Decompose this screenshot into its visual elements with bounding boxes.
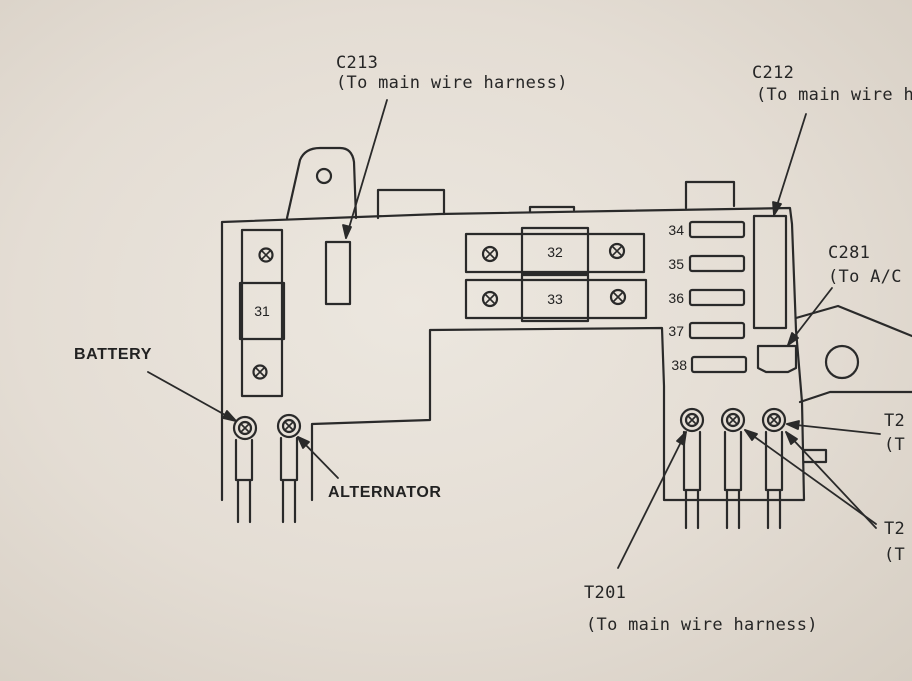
fuse-33 bbox=[520, 273, 590, 323]
c212-description: (To main wire ha bbox=[756, 85, 912, 105]
bolt-cross-icon bbox=[612, 291, 624, 303]
t2-upper-label: T2 bbox=[884, 411, 906, 431]
t2-terminal-right bbox=[761, 407, 787, 433]
c213-description: (To main wire harness) bbox=[336, 73, 568, 93]
mounting-hole-left bbox=[315, 167, 333, 185]
connector-c213 bbox=[324, 240, 352, 306]
t201-terminal bbox=[679, 407, 705, 433]
leader-battery bbox=[147, 371, 237, 422]
bolt-cross-icon bbox=[260, 249, 272, 261]
t2-lower-description: (T bbox=[884, 545, 906, 565]
t2-cable-middle bbox=[723, 430, 743, 530]
arrowhead-c212 bbox=[772, 201, 782, 216]
arrowhead-c213 bbox=[342, 224, 352, 239]
bolt-cross-icon bbox=[769, 415, 779, 425]
fuse-32-label: 32 bbox=[547, 244, 563, 260]
bolt-cross-icon bbox=[240, 423, 250, 433]
fuse-37-slot bbox=[688, 321, 746, 340]
fuse-31-carrier bbox=[240, 228, 284, 398]
fuse-38-slot bbox=[690, 355, 748, 374]
mounting-tab-right bbox=[794, 304, 912, 404]
arrowhead-alternator bbox=[297, 436, 310, 449]
battery-cable bbox=[234, 438, 254, 524]
fuse-35-label: 35 bbox=[668, 256, 684, 272]
fuse-37-label: 37 bbox=[668, 323, 684, 339]
bolt-icon bbox=[608, 242, 626, 260]
t2-upper-description: (T bbox=[884, 435, 906, 455]
fuse-31-label: 31 bbox=[254, 303, 270, 319]
fuse-33-label: 33 bbox=[547, 291, 563, 307]
connector-c212 bbox=[752, 214, 788, 330]
bolt-icon bbox=[281, 418, 297, 434]
battery-terminal bbox=[232, 415, 258, 441]
c281-description: (To A/C bbox=[828, 267, 902, 287]
alternator-label: ALTERNATOR bbox=[328, 484, 442, 501]
bolt-icon bbox=[766, 412, 782, 428]
leader-t2-upper bbox=[786, 423, 881, 435]
bolt-cross-icon bbox=[284, 421, 294, 431]
arrowhead-t201 bbox=[676, 431, 687, 446]
leader-t2-lower-2 bbox=[785, 431, 877, 529]
fuse-32-carrier bbox=[464, 232, 646, 274]
mounting-tab-left bbox=[285, 146, 358, 220]
bolt-icon bbox=[252, 364, 268, 380]
arrowhead-t2-lower-2 bbox=[785, 431, 798, 445]
fuse-box-housing bbox=[220, 206, 806, 502]
top-bump-2 bbox=[528, 205, 576, 214]
arrowhead-t2-upper bbox=[786, 420, 800, 430]
c281-label: C281 bbox=[828, 243, 871, 263]
leader-t2-lower bbox=[744, 429, 877, 525]
leader-t201 bbox=[617, 431, 687, 569]
t2-cable-right bbox=[764, 430, 784, 530]
bolt-cross-icon bbox=[728, 415, 738, 425]
connector-c281 bbox=[756, 344, 798, 374]
bolt-cross-icon bbox=[484, 248, 496, 260]
top-bump-3 bbox=[684, 180, 736, 210]
fuse-31 bbox=[238, 281, 286, 341]
bolt-icon bbox=[725, 412, 741, 428]
fuse-38-label: 38 bbox=[671, 357, 687, 373]
arrowhead-c281 bbox=[787, 332, 799, 346]
fuse-36-slot bbox=[688, 288, 746, 307]
c212-label: C212 bbox=[752, 63, 795, 83]
fuse-33-carrier bbox=[464, 278, 648, 320]
arrowhead-t2-lower bbox=[744, 429, 758, 441]
bolt-icon bbox=[237, 420, 253, 436]
bolt-icon bbox=[481, 245, 499, 263]
bolt-icon bbox=[258, 247, 274, 263]
bolt-cross-icon bbox=[484, 293, 496, 305]
fuse-34-slot bbox=[688, 220, 746, 239]
fuse-35-slot bbox=[688, 254, 746, 273]
bolt-cross-icon bbox=[254, 366, 266, 378]
c213-label: C213 bbox=[336, 53, 379, 73]
alternator-terminal bbox=[276, 413, 302, 439]
arrowhead-battery bbox=[222, 410, 237, 422]
alternator-cable bbox=[279, 436, 299, 524]
battery-label: BATTERY bbox=[74, 346, 152, 363]
leader-c213 bbox=[345, 99, 388, 239]
t2-terminal-middle bbox=[720, 407, 746, 433]
bolt-icon bbox=[481, 290, 499, 308]
leader-c212 bbox=[773, 113, 807, 216]
fuse-36-label: 36 bbox=[668, 290, 684, 306]
bolt-cross-icon bbox=[687, 415, 697, 425]
top-bump-1 bbox=[376, 188, 446, 220]
t201-label: T201 bbox=[584, 583, 627, 603]
bolt-icon bbox=[684, 412, 700, 428]
fuse-34-label: 34 bbox=[668, 222, 684, 238]
t2-lower-label: T2 bbox=[884, 519, 906, 539]
t201-description: (To main wire harness) bbox=[586, 615, 818, 635]
leader-lines bbox=[147, 99, 881, 569]
t201-cable bbox=[682, 430, 702, 530]
bolt-cross-icon bbox=[611, 245, 623, 257]
bolt-icon bbox=[609, 288, 627, 306]
mounting-hole-right bbox=[824, 344, 860, 380]
